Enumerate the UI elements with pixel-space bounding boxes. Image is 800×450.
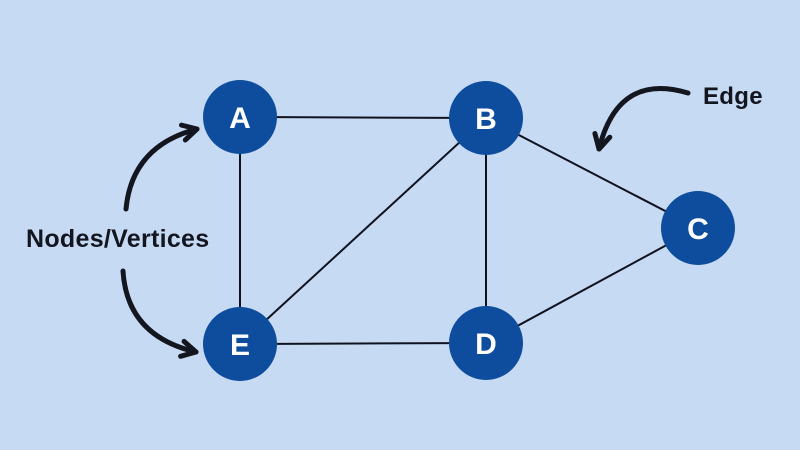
arrow-to-node-e (120, 268, 199, 359)
node-circle-B (449, 81, 523, 155)
node-label-C: C (687, 213, 709, 246)
arrow-to-edge-bc-shaft (596, 86, 691, 152)
node-circle-C (661, 191, 735, 265)
edge-B-E (239, 117, 487, 345)
node-circle-E (203, 307, 277, 381)
edge-C-D (485, 227, 699, 344)
node-C: C (661, 191, 735, 265)
node-D: D (449, 306, 523, 380)
arrow-to-node-a-head (178, 122, 200, 143)
node-A: A (203, 80, 277, 154)
node-label-A: A (229, 102, 251, 135)
node-B: B (449, 81, 523, 155)
edge-D-E (239, 342, 487, 345)
nodes-vertices-label: Nodes/Vertices (26, 225, 210, 253)
edge-B-C (485, 117, 699, 229)
node-label-B: B (475, 103, 497, 136)
arrow-to-node-e-shaft (120, 268, 199, 355)
node-circle-A (203, 80, 277, 154)
node-label-D: D (475, 328, 497, 361)
node-E: E (203, 307, 277, 381)
edge-A-B (239, 116, 487, 119)
arrow-to-node-e-head (178, 338, 199, 359)
node-label-E: E (230, 329, 250, 362)
arrow-to-edge-bc-head (592, 131, 613, 152)
node-circle-D (449, 306, 523, 380)
arrow-to-edge-bc (592, 86, 691, 152)
edge-label: Edge (703, 83, 763, 110)
arrow-to-node-a-shaft (123, 126, 200, 212)
arrow-to-node-a (123, 122, 200, 212)
